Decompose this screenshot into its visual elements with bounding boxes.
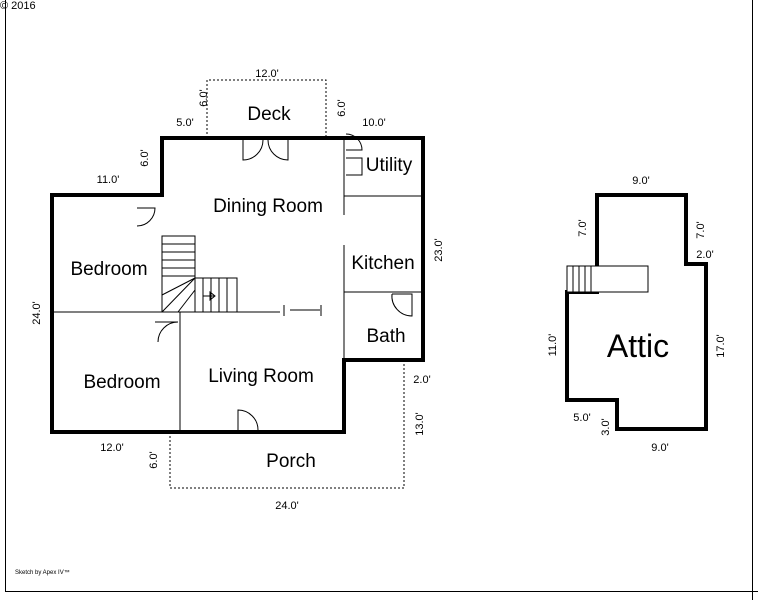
dim-left-step-height: 6.0' xyxy=(139,149,151,166)
dim-overall-height: 24.0' xyxy=(31,301,43,325)
dim-porch-left-depth: 6.0' xyxy=(148,451,160,468)
living-room-label: Living Room xyxy=(208,366,314,387)
bath-label: Bath xyxy=(366,326,405,347)
dim-attic-bottom-step-height: 3.0' xyxy=(600,418,612,435)
house-exterior-walls xyxy=(50,136,425,434)
deck-label: Deck xyxy=(247,104,291,125)
dim-attic-left-height: 11.0' xyxy=(547,334,559,357)
dim-deck-depth-left: 6.0' xyxy=(198,89,210,106)
dim-bottom-left-width: 12.0' xyxy=(100,442,124,454)
dim-attic-bottom-step-width: 5.0' xyxy=(573,412,590,424)
bedroom-lower-door-icon xyxy=(155,321,179,343)
deck-outline xyxy=(206,79,327,138)
dim-attic-right-step: 2.0' xyxy=(696,249,713,261)
bedroom-upper-door-icon xyxy=(136,207,156,227)
attic-label: Attic xyxy=(607,328,669,364)
stairs xyxy=(161,235,238,313)
dim-top-right-offset: 10.0' xyxy=(362,117,386,129)
porch-label: Porch xyxy=(266,451,316,472)
dim-attic-top-right-height: 7.0' xyxy=(695,221,707,238)
dim-attic-top: 9.0' xyxy=(632,175,649,187)
stair-direction-arrow-icon xyxy=(209,290,216,302)
dim-attic-right-height: 17.0' xyxy=(715,334,727,358)
utility-label: Utility xyxy=(366,155,413,176)
dim-attic-top-left-height: 7.0' xyxy=(577,219,589,236)
door-swings xyxy=(136,133,413,431)
dim-porch-depth: 13.0' xyxy=(414,412,426,436)
attic-stairs xyxy=(566,265,649,293)
deck-door-right-icon xyxy=(267,139,289,161)
dim-top-left-offset: 5.0' xyxy=(176,117,193,129)
sketch-credit: Sketch by Apex IV™ xyxy=(15,569,70,576)
dim-right-step: 2.0' xyxy=(413,374,430,386)
dim-attic-bottom: 9.0' xyxy=(651,442,668,454)
dim-left-wing-width: 11.0' xyxy=(97,174,120,186)
front-door-icon xyxy=(237,409,259,431)
bath-door-icon xyxy=(391,293,413,317)
dim-right-height: 23.0' xyxy=(433,238,445,262)
dining-room-label: Dining Room xyxy=(213,196,323,217)
deck-door-left-icon xyxy=(242,139,264,161)
dim-deck-width: 12.0' xyxy=(255,68,279,80)
dim-porch-width: 24.0' xyxy=(275,500,299,512)
utility-closet-icon xyxy=(346,157,363,176)
bedroom-lower-label: Bedroom xyxy=(83,372,160,393)
kitchen-label: Kitchen xyxy=(351,253,414,274)
utility-door-icon xyxy=(345,133,363,151)
copyright-mark: © 2016 xyxy=(0,0,36,12)
bedroom-upper-label: Bedroom xyxy=(70,259,147,280)
dim-deck-depth-right: 6.0' xyxy=(336,99,348,116)
